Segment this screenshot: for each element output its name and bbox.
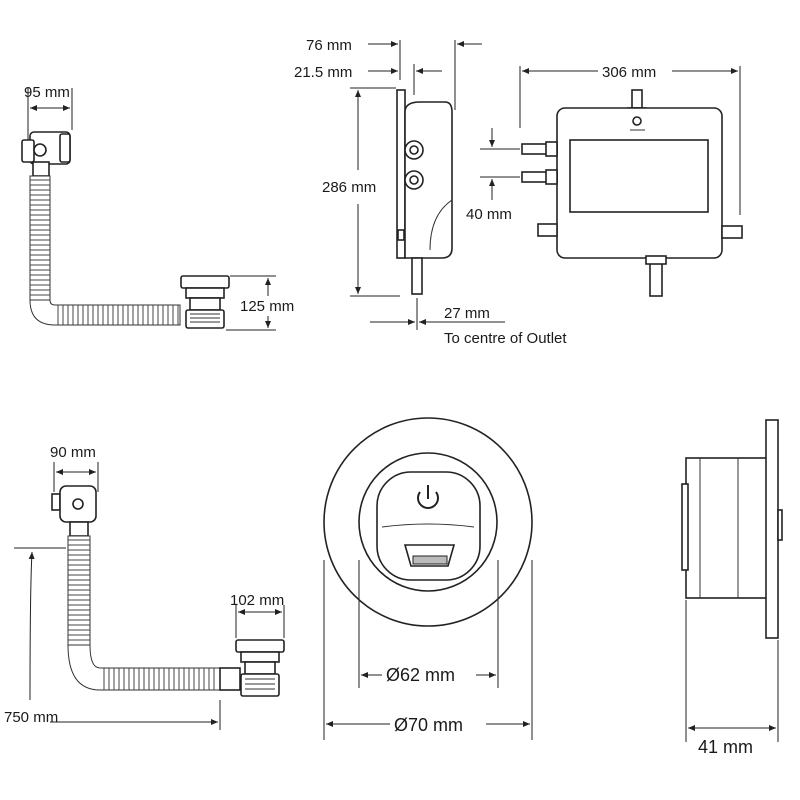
filler-head xyxy=(21,131,71,177)
bath-filler-bottom-drawing: 90 mm 102 mm xyxy=(4,444,285,730)
outer-diameter-label: Ø70 mm xyxy=(394,715,463,735)
control-front-view: Ø62 mm Ø70 mm xyxy=(323,417,533,740)
flow-indicator-icon xyxy=(403,544,456,567)
processor-width-label: 306 mm xyxy=(602,64,656,81)
waste-assembly-bottom xyxy=(219,639,285,697)
outlet-offset-label: 27 mm xyxy=(444,305,490,322)
outlet-note-label: To centre of Outlet xyxy=(444,330,567,347)
control-depth-label: 41 mm xyxy=(698,737,753,757)
filler-head-bottom xyxy=(51,485,97,537)
bath-filler-width-label: 95 mm xyxy=(24,84,70,101)
bottom-waste-width-label: 102 mm xyxy=(230,592,284,609)
inlet-spacing-label: 40 mm xyxy=(466,206,512,223)
processor-side-view: 76 mm 21.5 mm 286 mm 27 mm To centre of … xyxy=(294,37,567,347)
control-side-view: 41 mm xyxy=(681,419,783,757)
power-icon xyxy=(417,485,439,509)
bottom-filler-width-label: 90 mm xyxy=(50,444,96,461)
hose-horizontal xyxy=(29,299,181,326)
processor-height-label: 286 mm xyxy=(322,179,376,196)
waste-assembly xyxy=(180,275,230,329)
processor-offset-label: 21.5 mm xyxy=(294,64,352,81)
bath-filler-top-drawing: 95 mm xyxy=(21,84,294,331)
inner-diameter-label: Ø62 mm xyxy=(386,665,455,685)
bath-filler-height-label: 125 mm xyxy=(240,298,294,315)
processor-front-view: 306 mm 40 mm xyxy=(466,64,743,297)
processor-depth-label: 76 mm xyxy=(306,37,352,54)
bottom-filler-length-label: 750 mm xyxy=(4,709,58,726)
hose-vertical xyxy=(29,175,51,302)
